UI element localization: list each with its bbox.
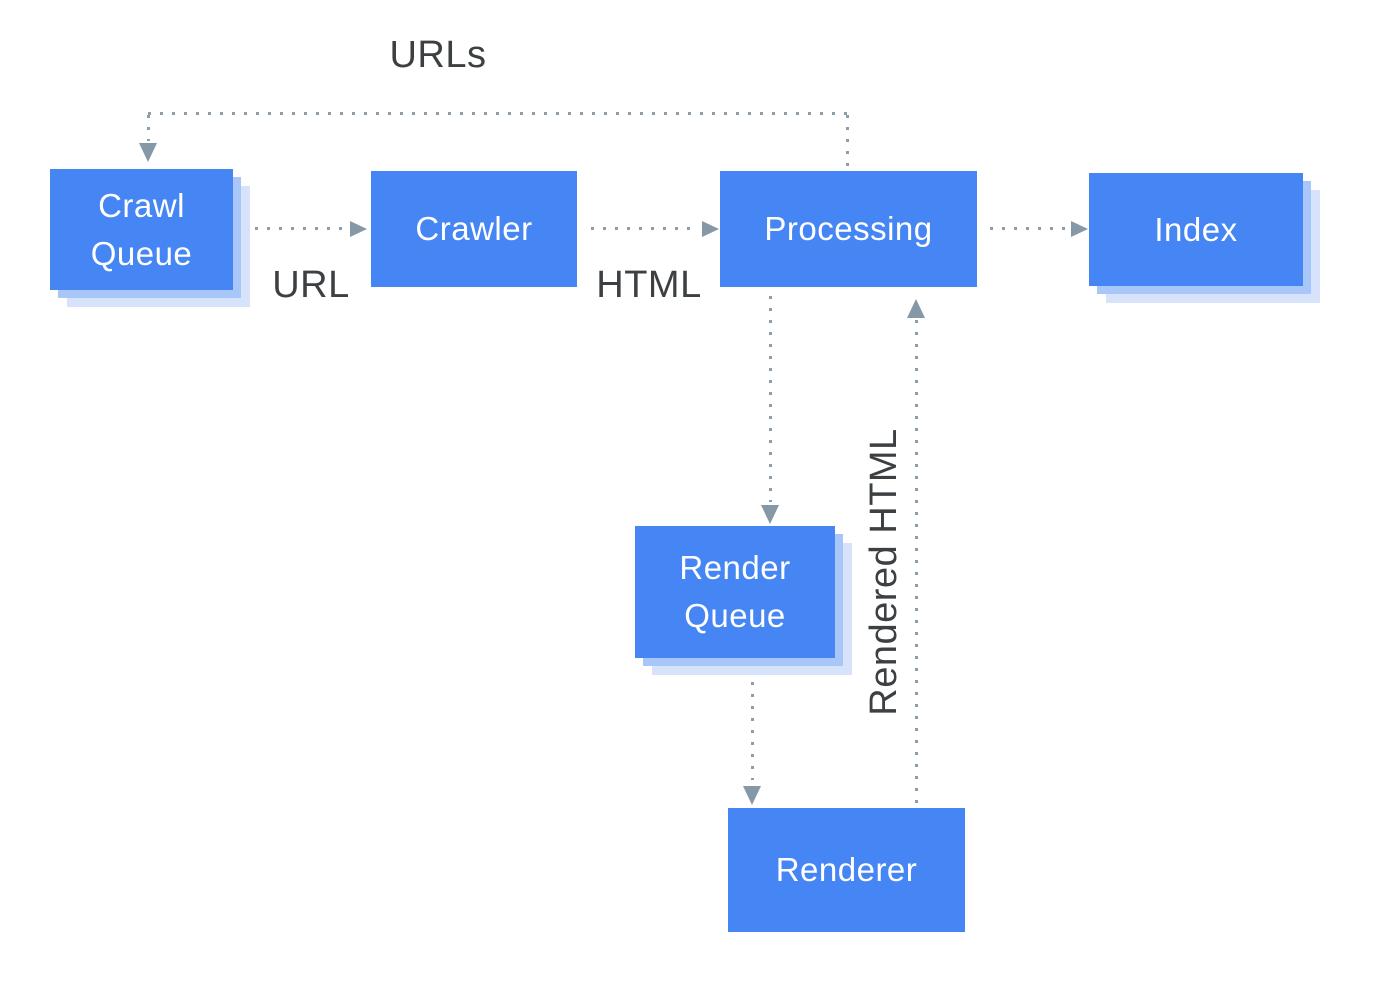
node-processing: Processing xyxy=(720,171,977,287)
edge-label-html: HTML xyxy=(596,264,702,306)
edge-label-url: URL xyxy=(272,264,350,306)
node-crawl-queue-label: Crawl Queue xyxy=(90,186,193,272)
edge-processing-index-line xyxy=(990,227,1066,230)
edge-feedback-top-line xyxy=(148,112,849,115)
edge-label-rendered-html: Rendered HTML xyxy=(862,428,905,716)
node-render-queue-label: Render Queue xyxy=(679,549,791,634)
arrowhead-into-renderer xyxy=(743,786,761,805)
arrowhead-into-crawler xyxy=(350,221,367,237)
edge-crawlqueue-crawler-line xyxy=(255,227,348,230)
edge-feedback-left-line xyxy=(147,115,150,141)
node-crawler: Crawler xyxy=(371,171,577,287)
arrowhead-into-processing-bottom xyxy=(907,299,925,318)
node-crawl-queue: Crawl Queue xyxy=(50,169,233,290)
edge-processing-renderqueue-line xyxy=(769,296,772,502)
node-render-queue: Render Queue xyxy=(635,526,835,658)
arrowhead-into-crawl-queue xyxy=(139,143,157,162)
node-index-label: Index xyxy=(1154,210,1238,248)
node-crawler-label: Crawler xyxy=(415,210,533,248)
arrowhead-into-index xyxy=(1071,221,1088,237)
node-renderer-label: Renderer xyxy=(775,851,918,889)
arrowhead-into-render-queue xyxy=(761,505,779,524)
edge-renderer-processing-line xyxy=(915,320,918,805)
node-processing-label: Processing xyxy=(764,210,933,248)
edge-crawler-processing-line xyxy=(591,227,699,230)
arrowhead-into-processing xyxy=(702,221,719,237)
node-renderer: Renderer xyxy=(728,808,965,932)
edge-renderqueue-renderer-line xyxy=(751,682,754,780)
edge-feedback-right-line xyxy=(846,115,849,170)
edge-label-urls: URLs xyxy=(389,34,487,76)
node-index: Index xyxy=(1089,173,1303,286)
